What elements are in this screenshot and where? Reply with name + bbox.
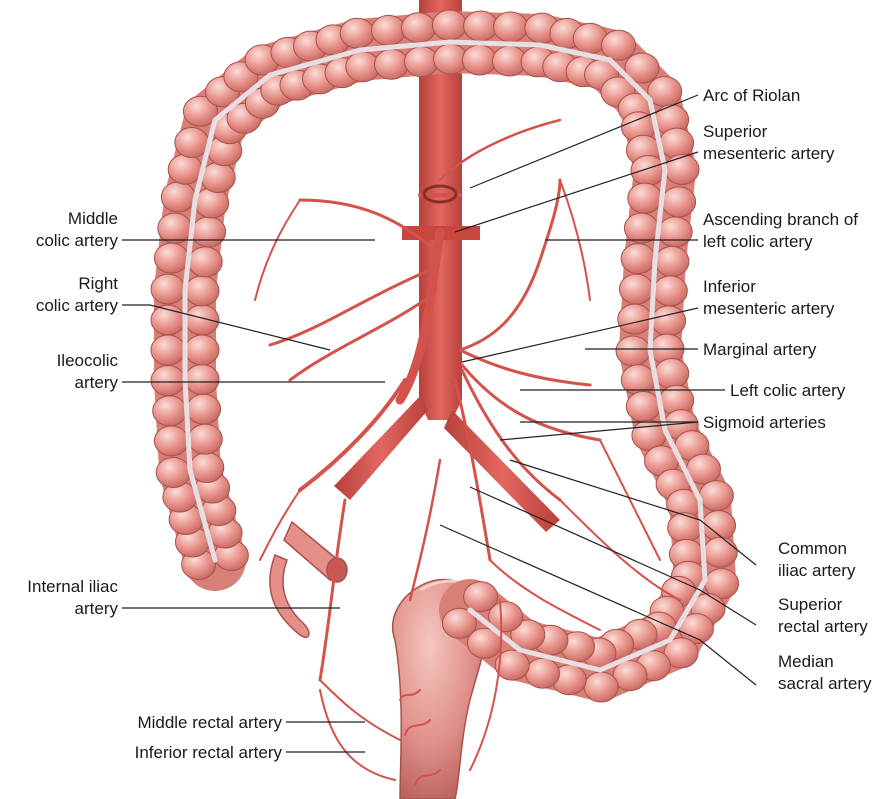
label-common-iliac-line1: Common [778, 539, 847, 558]
label-left-colic-artery: Left colic artery [730, 381, 846, 400]
label-superior-rectal-line2: rectal artery [778, 617, 868, 636]
haustrum [185, 335, 219, 365]
label-internal-iliac-line2: artery [75, 599, 119, 618]
haustrum [175, 128, 209, 158]
label-ascending-branch-line1: Ascending branch of [703, 210, 858, 229]
haustrum [151, 366, 185, 396]
haustrum [433, 10, 467, 40]
label-sigmoid-arteries: Sigmoid arteries [703, 413, 826, 432]
label-middle-rectal-artery: Middle rectal artery [137, 713, 282, 732]
label-ileocolic-line1: Ileocolic [57, 351, 119, 370]
label-arc-of-riolan: Arc of Riolan [703, 86, 800, 105]
cecum-appendix [270, 522, 347, 637]
label-median-sacral-line2: sacral artery [778, 674, 872, 693]
haustrum [619, 274, 653, 304]
haustrum [655, 359, 689, 389]
haustrum [665, 155, 699, 185]
haustrum [631, 156, 665, 186]
label-inferior-mesenteric-line2: mesenteric artery [703, 299, 835, 318]
haustrum [602, 30, 636, 60]
haustrum [187, 394, 221, 424]
label-ascending-branch-line2: left colic artery [703, 232, 813, 251]
haustrum [462, 45, 496, 75]
haustrum [464, 582, 498, 612]
haustrum [154, 243, 188, 273]
label-superior-mesenteric-line2: mesenteric artery [703, 144, 835, 163]
haustrum [660, 128, 694, 158]
haustrum [188, 247, 222, 277]
haustrum [703, 537, 737, 567]
haustrum [153, 396, 187, 426]
haustrum [628, 183, 662, 213]
haustrum [494, 12, 528, 42]
haustrum [190, 453, 224, 483]
haustrum [340, 18, 374, 48]
label-marginal-artery: Marginal artery [703, 340, 817, 359]
haustrum [464, 11, 498, 41]
haustrum [156, 458, 190, 488]
label-internal-iliac-line1: Internal iliac [27, 577, 118, 596]
haustrum [668, 513, 702, 543]
haustrum [158, 213, 192, 243]
haustrum [168, 154, 202, 184]
haustrum [372, 15, 406, 45]
label-middle-colic-line1: Middle [68, 209, 118, 228]
label-ileocolic-line2: artery [75, 373, 119, 392]
label-common-iliac-line2: iliac artery [778, 561, 856, 580]
haustrum [185, 276, 219, 306]
haustrum [154, 426, 188, 456]
haustrum [192, 217, 226, 247]
label-middle-colic-line2: colic artery [36, 231, 119, 250]
haustrum [653, 276, 687, 306]
haustrum [188, 424, 222, 454]
haustrum [662, 187, 696, 217]
label-inferior-rectal-artery: Inferior rectal artery [135, 743, 283, 762]
haustrum [624, 213, 658, 243]
label-right-colic-line1: Right [78, 274, 118, 293]
haustrum [526, 658, 560, 688]
haustrum [584, 672, 618, 702]
label-superior-mesenteric-line1: Superior [703, 122, 768, 141]
haustrum [201, 163, 235, 193]
haustrum [185, 305, 219, 335]
haustrum [151, 335, 185, 365]
haustrum [402, 13, 436, 43]
label-inferior-mesenteric-line1: Inferior [703, 277, 756, 296]
haustrum [185, 365, 219, 395]
haustrum [616, 336, 650, 366]
haustrum [658, 217, 692, 247]
haustrum [699, 481, 733, 511]
label-superior-rectal-line1: Superior [778, 595, 843, 614]
label-right-colic-line2: colic artery [36, 296, 119, 315]
haustrum [655, 246, 689, 276]
haustrum [161, 182, 195, 212]
haustrum [375, 49, 409, 79]
haustrum [618, 304, 652, 334]
label-median-sacral-line1: Median [778, 652, 834, 671]
haustrum [621, 244, 655, 274]
haustrum [151, 274, 185, 304]
haustrum [626, 392, 660, 422]
haustrum [195, 188, 229, 218]
haustrum [652, 306, 686, 336]
